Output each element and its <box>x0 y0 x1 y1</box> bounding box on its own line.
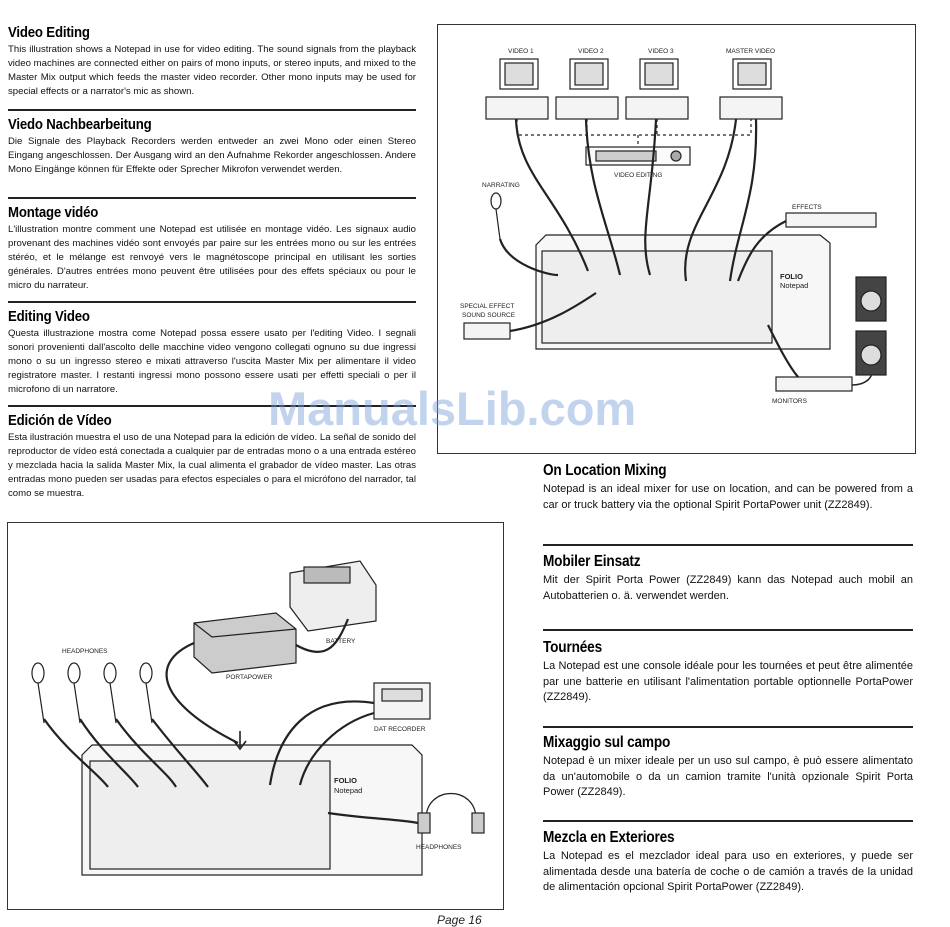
section-body: Mit der Spirit Porta Power (ZZ2849) kann… <box>543 574 913 602</box>
divider <box>8 197 416 199</box>
section-body: La Notepad es el mezclador ideal para us… <box>543 850 913 893</box>
section-title: Mixaggio sul campo <box>543 734 671 751</box>
narrating-label: NARRATING <box>482 182 520 189</box>
page-number: Page 16 <box>437 913 482 927</box>
divider <box>8 109 416 111</box>
video-editing-illustration: VIDEO 1 VIDEO 2 VIDEO 3 MASTER VIDEO VID… <box>460 48 887 405</box>
headphones-right-label: HEADPHONES <box>416 844 462 851</box>
dat-recorder-label: DAT RECORDER <box>374 726 426 733</box>
section-video-editing-fr: Montage vidéo L'illustration montre comm… <box>8 204 416 293</box>
section-body: Notepad is an ideal mixer for use on loc… <box>543 483 913 511</box>
section-body: L'illustration montre comment une Notepa… <box>8 224 416 291</box>
divider <box>543 726 913 728</box>
section-body: Esta ilustración muestra el uso de una N… <box>8 432 416 499</box>
section-title: Mobiler Einsatz <box>543 553 641 570</box>
section-title: Mezcla en Exteriores <box>543 829 675 846</box>
portapower-label: PORTAPOWER <box>226 674 273 681</box>
section-body: Notepad è un mixer ideale per un uso sul… <box>543 755 913 798</box>
watermark: ManualsLib.com <box>268 382 637 435</box>
section-video-editing-es: Edición de Vídeo Esta ilustración muestr… <box>8 412 416 501</box>
section-title: Video Editing <box>8 24 90 41</box>
sound-source-label: SOUND SOURCE <box>462 312 516 319</box>
divider <box>543 820 913 822</box>
location-mixing-diagram: HEADPHONES BATTERY PORTAPOWER DAT RECORD… <box>7 522 504 910</box>
mixer-model-label: Notepad <box>780 281 808 290</box>
section-body: Die Signale des Playback Recorders werde… <box>8 136 416 175</box>
section-location-de: Mobiler Einsatz Mit der Spirit Porta Pow… <box>543 553 913 604</box>
section-location-it: Mixaggio sul campo Notepad è un mixer id… <box>543 734 913 801</box>
section-location-en: On Location Mixing Notepad is an ideal m… <box>543 462 913 513</box>
video1-label: VIDEO 1 <box>508 48 534 55</box>
effects-label: EFFECTS <box>792 204 822 211</box>
video2-label: VIDEO 2 <box>578 48 604 55</box>
headphones-top-label: HEADPHONES <box>62 648 108 655</box>
section-video-editing-it: Editing Video Questa illustrazione mostr… <box>8 308 416 397</box>
section-title: Viedo Nachbearbeitung <box>8 116 152 133</box>
location-mixing-illustration: HEADPHONES BATTERY PORTAPOWER DAT RECORD… <box>31 560 485 876</box>
section-location-fr: Tournées La Notepad est une console idéa… <box>543 639 913 706</box>
section-title: Tournées <box>543 639 602 656</box>
video3-label: VIDEO 3 <box>648 48 674 55</box>
section-body: This illustration shows a Notepad in use… <box>8 44 416 97</box>
divider <box>543 629 913 631</box>
monitors-label: MONITORS <box>772 398 808 405</box>
master-video-label: MASTER VIDEO <box>726 48 775 55</box>
video-editing-label: VIDEO EDITING <box>614 172 662 179</box>
video-editing-diagram: VIDEO 1 VIDEO 2 VIDEO 3 MASTER VIDEO VID… <box>437 24 916 454</box>
special-effect-label: SPECIAL EFFECT <box>460 303 514 310</box>
mixer-brand-label: FOLIO <box>780 272 803 281</box>
divider <box>543 544 913 546</box>
section-title: Montage vidéo <box>8 204 99 221</box>
section-location-es: Mezcla en Exteriores La Notepad es el me… <box>543 829 913 896</box>
divider <box>8 301 416 303</box>
section-body: La Notepad est une console idéale pour l… <box>543 660 913 703</box>
battery-label: BATTERY <box>326 638 356 645</box>
mixer-model-label: Notepad <box>334 786 362 795</box>
section-video-editing-de: Viedo Nachbearbeitung Die Signale des Pl… <box>8 116 416 177</box>
section-title: Editing Video <box>8 308 90 325</box>
mixer-brand-label: FOLIO <box>334 776 357 785</box>
section-title: On Location Mixing <box>543 462 667 479</box>
section-video-editing-en: Video Editing This illustration shows a … <box>8 24 416 99</box>
section-body: Questa illustrazione mostra come Notepad… <box>8 328 416 395</box>
divider <box>8 405 416 407</box>
section-title: Edición de Vídeo <box>8 412 112 429</box>
